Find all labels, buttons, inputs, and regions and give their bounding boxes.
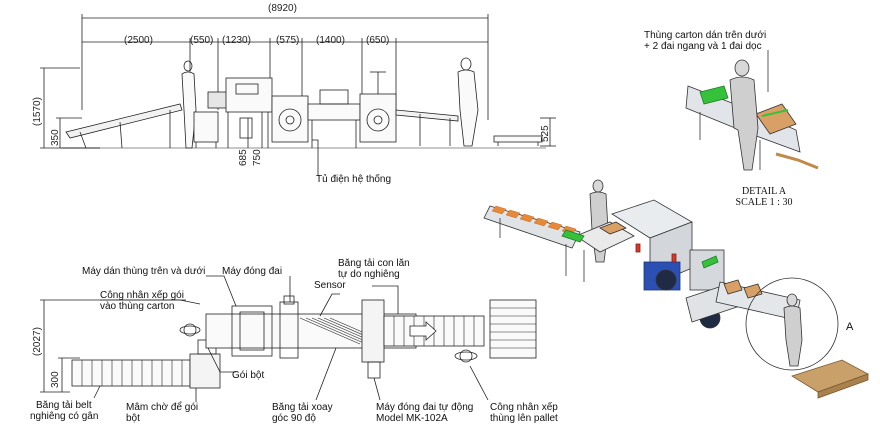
- label-roller-conveyor-2: tự do nghiêng: [338, 269, 400, 280]
- dim-650: (650): [366, 35, 390, 46]
- label-detail-note-1: Thùng carton dán trên dưới: [644, 30, 767, 41]
- dim-2027: (2027): [32, 327, 43, 356]
- dim-550: (550): [190, 35, 214, 46]
- label-carton-sealer: Máy dán thùng trên và dưới: [82, 266, 206, 277]
- label-control-cabinet: Tủ điện hệ thống: [316, 174, 392, 185]
- dim-1400: (1400): [316, 35, 345, 46]
- label-worker-pack-1: Công nhân xếp gói: [100, 290, 184, 301]
- label-turn-conveyor-1: Băng tải xoay: [272, 402, 333, 413]
- dim-300: 300: [50, 371, 61, 388]
- dim-1570: (1570): [32, 97, 43, 126]
- label-worker-pack-2: vào thùng carton: [100, 301, 175, 312]
- label-package: Gói bột: [232, 370, 265, 381]
- dim-total: (8920): [268, 3, 297, 14]
- label-waiting-tray-2: bột: [126, 413, 140, 424]
- dim-525: 525: [540, 125, 551, 142]
- dim-350: 350: [50, 129, 61, 146]
- label-worker-pallet-2: thùng lên pallet: [490, 413, 558, 424]
- label-turn-conveyor-2: góc 90 độ: [272, 413, 316, 424]
- dim-2500: (2500): [124, 35, 153, 46]
- label-auto-strapping-1: Máy đóng đai tự động: [376, 402, 474, 413]
- dim-1230: (1230): [222, 35, 251, 46]
- label-detail-note-2: + 2 đai ngang và 1 đai dọc: [644, 41, 762, 52]
- label-strapping-machine: Máy đóng đai: [222, 266, 283, 277]
- label-roller-conveyor-1: Băng tải con lăn: [338, 258, 410, 269]
- dim-685: 685: [238, 149, 249, 166]
- detail-marker: A: [846, 321, 854, 333]
- label-belt-conveyor-1: Băng tải belt: [36, 400, 92, 411]
- label-waiting-tray-1: Mâm chờ để gói: [126, 402, 199, 413]
- label-worker-pallet-1: Công nhân xếp: [490, 402, 558, 413]
- detail-scale: SCALE 1 : 30: [735, 197, 793, 208]
- dim-750: 750: [252, 149, 263, 166]
- dim-575: (575): [276, 35, 300, 46]
- label-sensor: Sensor: [314, 280, 346, 291]
- detail-title: DETAIL A: [741, 186, 787, 197]
- label-auto-strapping-2: Model MK-102A: [376, 413, 448, 424]
- label-belt-conveyor-2: nghiêng có gân: [30, 411, 99, 422]
